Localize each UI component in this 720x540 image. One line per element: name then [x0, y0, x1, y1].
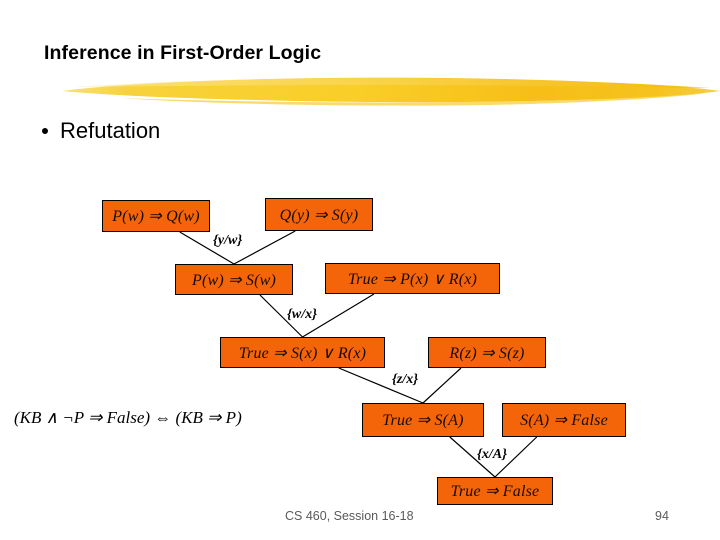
substitution-label: {z/x}: [392, 372, 419, 387]
bullet-dot-icon: [42, 128, 48, 134]
clause-box: True ⇒ False: [437, 477, 553, 505]
proof-connector-line: [233, 230, 296, 265]
bullet-item-refutation: Refutation: [42, 120, 160, 142]
clause-box: True ⇒ P(x) ∨ R(x): [325, 263, 500, 294]
substitution-label: {w/x}: [287, 307, 317, 322]
clause-box: P(w) ⇒ S(w): [175, 264, 293, 295]
footer-page-number: 94: [655, 509, 669, 523]
proof-connector-line: [422, 367, 462, 404]
clause-box: R(z) ⇒ S(z): [428, 337, 546, 368]
bullet-item-label: Refutation: [60, 118, 161, 143]
refutation-equivalence-formula: (KB ∧ ¬P ⇒ False) ⇔ (KB ⇒ P): [14, 408, 242, 427]
page-title: Inference in First-Order Logic: [44, 42, 322, 64]
clause-box: Q(y) ⇒ S(y): [265, 198, 373, 231]
clause-box: S(A) ⇒ False: [502, 403, 626, 437]
footer-course-label: CS 460, Session 16-18: [285, 509, 414, 523]
substitution-label: {y/w}: [213, 233, 243, 248]
clause-box: P(w) ⇒ Q(w): [102, 200, 210, 232]
clause-box: True ⇒ S(x) ∨ R(x): [220, 337, 385, 368]
substitution-label: {x/A}: [477, 447, 507, 462]
clause-box: True ⇒ S(A): [362, 403, 484, 437]
